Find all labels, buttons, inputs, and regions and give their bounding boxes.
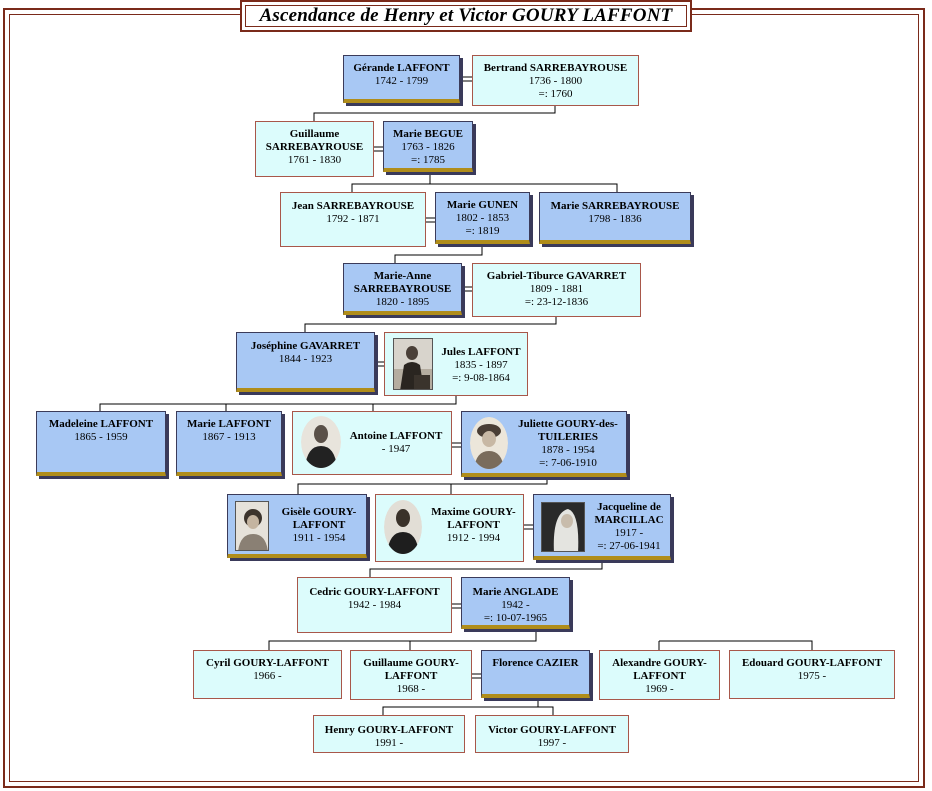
person-name: Marie LAFFONT xyxy=(186,418,271,430)
person-dates: 1911 - 1954 xyxy=(292,532,346,544)
person-dates: 1792 - 1871 xyxy=(326,213,380,225)
person-name: Marie ANGLADE xyxy=(472,586,559,598)
person-gerande-laffont[interactable]: Gérande LAFFONT 1742 - 1799 xyxy=(343,55,460,103)
person-dates: 1844 - 1923 xyxy=(278,353,333,365)
person-madeleine-laffont[interactable]: Madeleine LAFFONT 1865 - 1959 xyxy=(36,411,166,476)
person-dates: 1798 - 1836 xyxy=(588,213,642,225)
person-cyril-goury-laffont[interactable]: Cyril GOURY-LAFFONT 1966 - xyxy=(193,650,342,699)
marriage-date: =: 10-07-1965 xyxy=(483,612,548,624)
marriage-date: =: 1760 xyxy=(538,88,573,100)
portrait-photo xyxy=(235,501,269,551)
person-name: Joséphine GAVARRET xyxy=(250,340,361,352)
person-dates: 1942 - 1984 xyxy=(347,599,402,611)
person-name: Bertrand SARREBAYROUSE xyxy=(483,62,628,74)
person-dates: 1835 - 1897 xyxy=(454,359,508,371)
person-dates: 1865 - 1959 xyxy=(74,431,128,443)
person-marie-laffont[interactable]: Marie LAFFONT 1867 - 1913 xyxy=(176,411,282,476)
person-guillaume-sarrebayrouse[interactable]: Guillaume SARREBAYROUSE 1761 - 1830 xyxy=(255,121,374,177)
portrait-photo xyxy=(393,338,433,390)
person-dates: 1942 - xyxy=(501,599,530,611)
person-dates: 1742 - 1799 xyxy=(374,75,429,87)
page-title: Ascendance de Henry et Victor GOURY LAFF… xyxy=(259,5,673,26)
person-dates: 1763 - 1826 xyxy=(401,141,455,153)
person-name: Guillaume SARREBAYROUSE xyxy=(265,128,364,153)
person-name: Marie BEGUE xyxy=(393,128,463,140)
person-josephine-gavarret[interactable]: Joséphine GAVARRET 1844 - 1923 xyxy=(236,332,375,392)
marriage-date: =: 9-08-1864 xyxy=(452,372,510,384)
person-gisele-goury-laffont[interactable]: Gisèle GOURY-LAFFONT 1911 - 1954 xyxy=(227,494,367,558)
marriage-date: =: 1785 xyxy=(410,154,445,166)
person-dates: 1975 - xyxy=(797,670,827,682)
person-dates: 1991 - xyxy=(374,737,404,749)
person-name: Gisèle GOURY-LAFFONT xyxy=(281,506,357,531)
person-name: Jean SARREBAYROUSE xyxy=(291,200,415,212)
person-dates: 1969 - xyxy=(645,683,674,695)
person-name: Antoine LAFFONT xyxy=(349,430,443,442)
person-marie-gunen[interactable]: Marie GUNEN 1802 - 1853 =: 1819 xyxy=(435,192,530,244)
person-dates: - 1947 xyxy=(381,443,411,455)
person-victor-goury-laffont[interactable]: Victor GOURY-LAFFONT 1997 - xyxy=(475,715,629,753)
person-dates: 1912 - 1994 xyxy=(446,532,501,544)
person-name: Cedric GOURY-LAFFONT xyxy=(309,586,440,598)
marriage-date: =: 23-12-1836 xyxy=(524,296,589,308)
person-name: Juliette GOURY-des-TUILERIES xyxy=(518,418,618,443)
person-dates: 1917 - xyxy=(614,527,644,539)
person-name: Jacqueline de MARCILLAC xyxy=(594,501,664,526)
person-henry-goury-laffont[interactable]: Henry GOURY-LAFFONT 1991 - xyxy=(313,715,465,753)
person-marie-anglade[interactable]: Marie ANGLADE 1942 - =: 10-07-1965 xyxy=(461,577,570,629)
person-dates: 1997 - xyxy=(537,737,567,749)
person-cedric-goury-laffont[interactable]: Cedric GOURY-LAFFONT 1942 - 1984 xyxy=(297,577,452,633)
person-name: Marie-Anne SARREBAYROUSE xyxy=(353,270,452,295)
person-dates: 1968 - xyxy=(396,683,426,695)
person-dates: 1761 - 1830 xyxy=(287,154,342,166)
person-name: Marie GUNEN xyxy=(446,199,519,211)
person-jules-laffont[interactable]: Jules LAFFONT 1835 - 1897 =: 9-08-1864 xyxy=(384,332,528,396)
person-marie-begue[interactable]: Marie BEGUE 1763 - 1826 =: 1785 xyxy=(383,121,473,172)
person-maxime-goury-laffont[interactable]: Maxime GOURY-LAFFONT 1912 - 1994 xyxy=(375,494,524,562)
portrait-photo xyxy=(541,502,585,552)
person-florence-cazier[interactable]: Florence CAZIER xyxy=(481,650,590,698)
person-name: Edouard GOURY-LAFFONT xyxy=(741,657,883,669)
portrait-photo xyxy=(470,417,508,469)
portrait-photo xyxy=(384,500,422,554)
person-edouard-goury-laffont[interactable]: Edouard GOURY-LAFFONT 1975 - xyxy=(729,650,895,699)
person-alexandre-goury-laffont[interactable]: Alexandre GOURY-LAFFONT 1969 - xyxy=(599,650,720,700)
person-gabriel-tiburce-gavarret[interactable]: Gabriel-Tiburce GAVARRET 1809 - 1881 =: … xyxy=(472,263,641,317)
person-dates: 1802 - 1853 xyxy=(455,212,510,224)
portrait-photo xyxy=(301,416,341,468)
marriage-date: =: 7-06-1910 xyxy=(539,457,597,469)
person-marie-sarrebayrouse[interactable]: Marie SARREBAYROUSE 1798 - 1836 xyxy=(539,192,691,244)
marriage-date: =: 27-06-1941 xyxy=(597,540,661,552)
person-name: Madeleine LAFFONT xyxy=(48,418,154,430)
person-jean-sarrebayrouse[interactable]: Jean SARREBAYROUSE 1792 - 1871 xyxy=(280,192,426,247)
person-dates: 1867 - 1913 xyxy=(202,431,256,443)
title-banner: Ascendance de Henry et Victor GOURY LAFF… xyxy=(240,0,692,32)
person-name: Gabriel-Tiburce GAVARRET xyxy=(486,270,627,282)
person-dates: 1820 - 1895 xyxy=(375,296,430,308)
person-antoine-laffont[interactable]: Antoine LAFFONT - 1947 xyxy=(292,411,452,475)
person-name: Maxime GOURY-LAFFONT xyxy=(431,506,516,531)
person-dates: 1878 - 1954 xyxy=(541,444,595,456)
person-dates: 1809 - 1881 xyxy=(529,283,584,295)
person-name: Jules LAFFONT xyxy=(441,346,521,358)
person-guillaume-goury-laffont[interactable]: Guillaume GOURY-LAFFONT 1968 - xyxy=(350,650,472,700)
person-marie-anne-sarrebayrouse[interactable]: Marie-Anne SARREBAYROUSE 1820 - 1895 xyxy=(343,263,462,315)
person-dates: 1966 - xyxy=(253,670,282,682)
person-jacqueline-de-marcillac[interactable]: Jacqueline de MARCILLAC 1917 - =: 27-06-… xyxy=(533,494,671,560)
person-name: Victor GOURY-LAFFONT xyxy=(488,724,616,736)
marriage-date: =: 1819 xyxy=(465,225,500,237)
title-banner-inner-border xyxy=(245,5,687,27)
person-name: Marie SARREBAYROUSE xyxy=(550,200,680,212)
person-name: Alexandre GOURY-LAFFONT xyxy=(612,657,707,682)
person-name: Henry GOURY-LAFFONT xyxy=(324,724,454,736)
person-name: Gérande LAFFONT xyxy=(353,62,450,74)
person-bertrand-sarrebayrouse[interactable]: Bertrand SARREBAYROUSE 1736 - 1800 =: 17… xyxy=(472,55,639,106)
person-name: Guillaume GOURY-LAFFONT xyxy=(363,657,459,682)
person-dates: 1736 - 1800 xyxy=(528,75,583,87)
person-name: Cyril GOURY-LAFFONT xyxy=(206,657,329,669)
person-juliette-goury-des-tuileries[interactable]: Juliette GOURY-des-TUILERIES 1878 - 1954… xyxy=(461,411,627,477)
person-name: Florence CAZIER xyxy=(492,657,579,669)
